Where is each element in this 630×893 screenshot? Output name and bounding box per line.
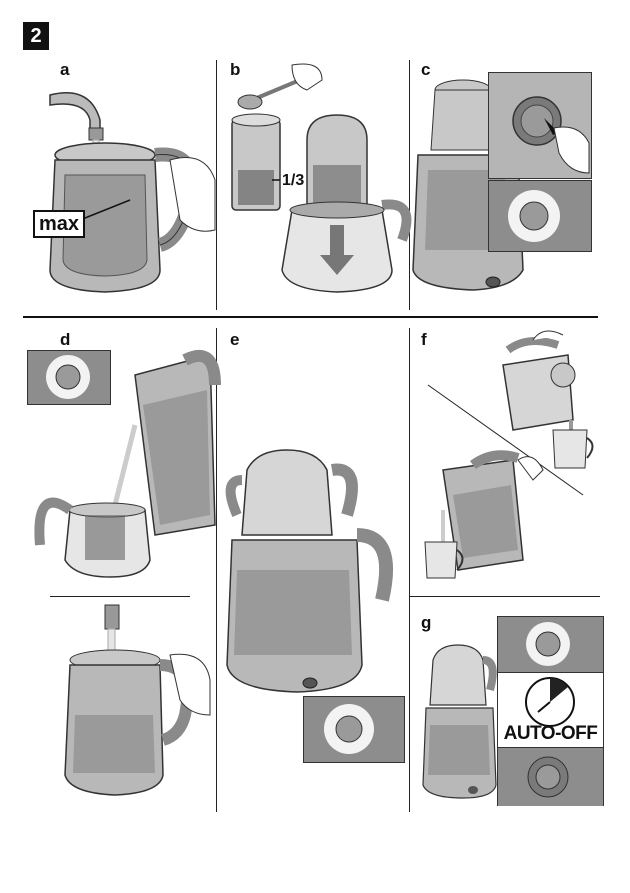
step-number-badge: 2 [23, 22, 49, 50]
power-button-icon [336, 716, 362, 742]
water-tap-icon [105, 605, 119, 629]
kettle-icon [65, 650, 187, 795]
teapot-icon [39, 503, 150, 577]
teapot-icon [231, 450, 352, 535]
panel-a-illustration [30, 80, 215, 305]
teapot-icon [503, 341, 575, 430]
glowing-button-inset-g [498, 617, 603, 673]
tea-infuser-icon [85, 515, 125, 560]
panel-g-illustration [418, 640, 498, 800]
power-button-icon [536, 765, 560, 789]
panel-label-a: a [60, 60, 69, 80]
panel-label-g: g [421, 613, 431, 633]
hand-icon [518, 457, 543, 480]
cup-icon [553, 430, 593, 468]
water-tap-icon [50, 93, 103, 140]
button-off-inset [498, 747, 603, 806]
divider-a-b [216, 60, 217, 310]
panel-d-refill-illustration [45, 605, 210, 800]
divider-e-f [409, 328, 410, 812]
glowing-button-inset [488, 180, 592, 252]
glowing-button-inset-e [303, 696, 405, 763]
hand-icon [170, 654, 210, 715]
one-third-label: 1/3 [282, 172, 304, 190]
power-button-closeup-inset [488, 72, 592, 179]
kettle-icon [227, 535, 386, 692]
auto-off-sequence-box: AUTO-OFF [497, 616, 604, 806]
power-button-icon [520, 202, 548, 230]
tea-infuser-icon [232, 114, 280, 210]
auto-off-label: AUTO-OFF [503, 723, 598, 745]
panel-f-illustration [413, 330, 598, 590]
power-button-icon [486, 277, 500, 287]
divider-d-sub [50, 596, 190, 597]
panel-b-illustration [222, 60, 407, 305]
panel-e-illustration [222, 440, 407, 700]
teapot-icon [430, 645, 493, 705]
max-level-label: max [33, 210, 85, 238]
hand-icon [292, 64, 322, 90]
hand-icon [554, 127, 589, 173]
kettle-icon [423, 708, 496, 798]
kettle-icon [135, 355, 215, 535]
divider-f-g [410, 596, 600, 597]
power-button-icon [303, 678, 317, 688]
water-stream [115, 425, 135, 505]
power-button-icon [468, 786, 478, 794]
power-button-icon [536, 632, 560, 656]
panel-d-illustration [35, 345, 215, 585]
divider-b-c [409, 60, 410, 310]
divider-row [23, 316, 598, 318]
divider-d-e [216, 328, 217, 812]
panel-label-e: e [230, 330, 239, 350]
